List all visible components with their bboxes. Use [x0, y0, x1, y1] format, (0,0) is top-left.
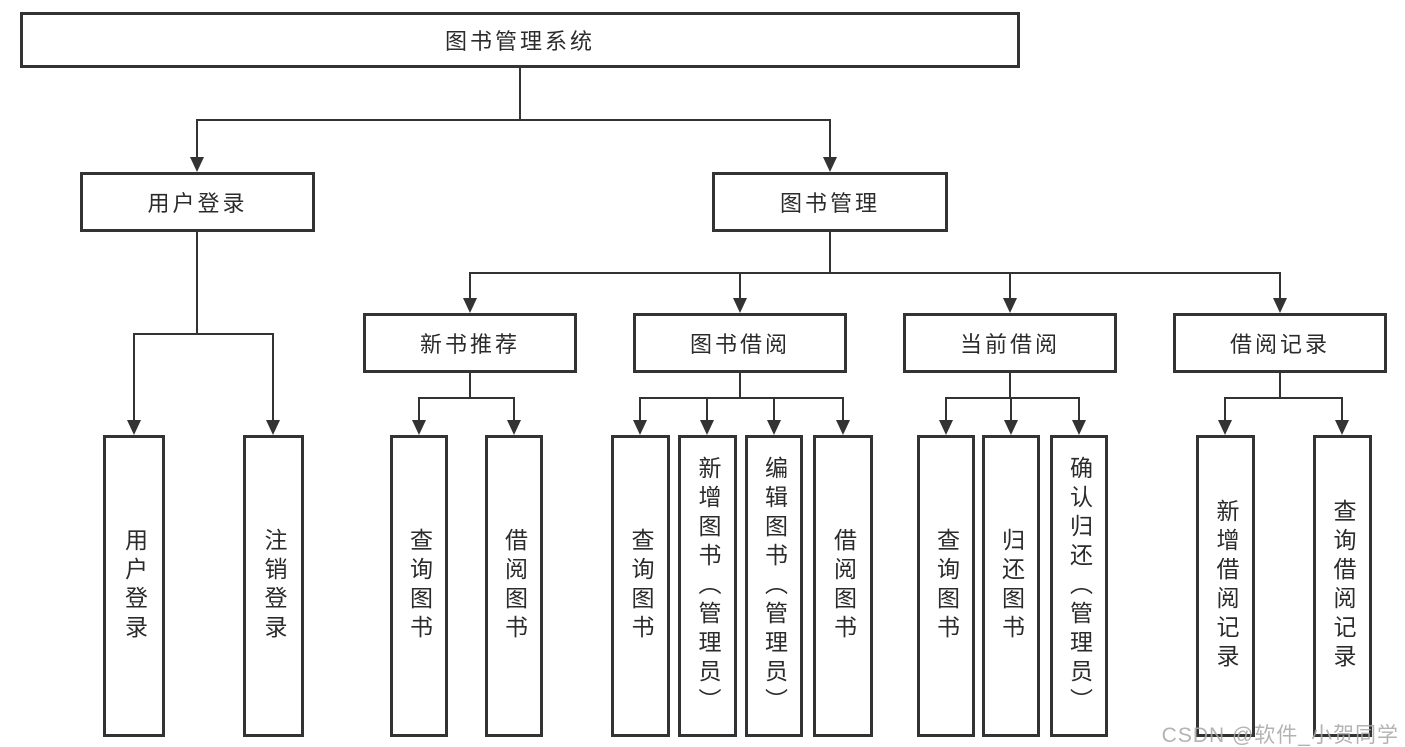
connector-drop-leaf: [133, 333, 135, 422]
node-label: 新书推荐: [419, 332, 520, 357]
connector-drop-leaf: [418, 397, 420, 422]
connector-bookborrow-stem: [739, 373, 741, 399]
node-label: 借阅图书: [830, 528, 857, 644]
arrow-down-leaf: [633, 420, 647, 435]
connector-drop-leaf: [513, 397, 515, 422]
arrow-down-leaf: [127, 420, 141, 435]
connector-drop-leaf: [272, 333, 274, 422]
connector-root-bar: [196, 119, 831, 121]
node-label: 用户登录: [121, 528, 148, 644]
connector-drop-leaf: [639, 397, 641, 422]
connector-userlogin-bar: [133, 333, 274, 335]
node-leaf-add-borrow-record: 新增借阅记录: [1196, 435, 1255, 737]
node-label: 编辑图书（管理员）: [761, 455, 788, 717]
connector-drop-leaf: [1010, 397, 1012, 422]
node-label: 图书管理系统: [444, 29, 595, 54]
connector-userlogin-stem: [196, 232, 198, 335]
node-leaf-confirm-return-admin: 确认归还（管理员）: [1050, 435, 1108, 737]
node-leaf-query-borrow-record: 查询借阅记录: [1313, 435, 1372, 737]
node-borrowing-records: 借阅记录: [1173, 313, 1387, 373]
connector-drop-new-book: [469, 272, 471, 300]
connector-bookmgmt-bar: [469, 272, 1281, 274]
arrow-down-leaf: [767, 420, 781, 435]
connector-drop-leaf: [1341, 397, 1343, 422]
connector-drop-leaf: [706, 397, 708, 422]
node-label: 图书管理: [779, 191, 880, 216]
connector-drop-leaf: [945, 397, 947, 422]
connector-currentborrow-stem: [1009, 373, 1011, 399]
arrow-down-current-borrowing: [1003, 298, 1017, 313]
connector-drop-book-management: [829, 119, 831, 159]
arrow-down-leaf: [1072, 420, 1086, 435]
connector-bookborrow-bar: [639, 397, 844, 399]
arrow-down-leaf: [412, 420, 426, 435]
node-label: 新增图书（管理员）: [695, 455, 721, 717]
connector-newbook-bar: [418, 397, 515, 399]
node-leaf-edit-books-admin: 编辑图书（管理员）: [745, 435, 803, 737]
node-leaf-borrow-books-recommend: 借阅图书: [485, 435, 543, 737]
node-label: 查询图书: [933, 528, 960, 644]
arrow-down-leaf: [507, 420, 521, 435]
node-leaf-query-books-recommend: 查询图书: [390, 435, 448, 737]
connector-drop-leaf: [773, 397, 775, 422]
connector-drop-leaf: [842, 397, 844, 422]
node-leaf-borrow-books: 借阅图书: [813, 435, 873, 737]
connector-drop-user-login: [196, 119, 198, 159]
connector-currentborrow-bar: [945, 397, 1080, 399]
node-leaf-user-login: 用户登录: [103, 435, 165, 737]
arrow-down-borrowing-records: [1273, 298, 1287, 313]
connector-newbook-stem: [469, 373, 471, 399]
arrow-down-user-login: [190, 157, 204, 172]
node-label: 新增借阅记录: [1213, 499, 1239, 673]
node-label: 借阅图书: [501, 528, 528, 644]
node-user-login: 用户登录: [80, 172, 315, 232]
connector-borrowrecord-stem: [1279, 373, 1281, 399]
node-label: 查询图书: [406, 528, 433, 644]
node-book-management: 图书管理: [712, 172, 948, 232]
node-label: 查询图书: [628, 528, 654, 644]
node-leaf-query-books-borrowing: 查询图书: [611, 435, 670, 737]
connector-drop-book-borrowing: [739, 272, 741, 300]
arrow-down-leaf: [1218, 420, 1232, 435]
node-label: 归还图书: [998, 528, 1025, 644]
node-leaf-add-books-admin: 新增图书（管理员）: [678, 435, 737, 737]
connector-drop-current-borrowing: [1009, 272, 1011, 300]
connector-drop-borrowing-records: [1279, 272, 1281, 300]
node-book-management-system: 图书管理系统: [20, 12, 1020, 68]
node-leaf-query-books-current: 查询图书: [917, 435, 975, 737]
connector-root-stem: [519, 68, 521, 121]
connector-bookmgmt-stem: [829, 232, 831, 274]
node-label: 用户登录: [147, 191, 248, 216]
node-label: 当前借阅: [959, 332, 1060, 357]
arrow-down-leaf: [266, 420, 280, 435]
node-book-borrowing: 图书借阅: [633, 313, 847, 373]
watermark: CSDN @软件_小贺同学: [1161, 724, 1399, 747]
node-label: 查询借阅记录: [1330, 499, 1356, 673]
node-leaf-logout: 注销登录: [243, 435, 304, 737]
node-new-book-recommendation: 新书推荐: [363, 313, 577, 373]
node-label: 图书借阅: [689, 332, 790, 357]
node-label: 确认归还（管理员）: [1066, 455, 1093, 717]
connector-drop-leaf: [1224, 397, 1226, 422]
arrow-down-leaf: [1004, 420, 1018, 435]
arrow-down-book-borrowing: [733, 298, 747, 313]
connector-borrowrecord-bar: [1224, 397, 1343, 399]
connector-drop-leaf: [1078, 397, 1080, 422]
node-label: 借阅记录: [1229, 332, 1330, 357]
node-label: 注销登录: [261, 528, 287, 644]
node-current-borrowing: 当前借阅: [903, 313, 1117, 373]
arrow-down-leaf: [939, 420, 953, 435]
arrow-down-new-book: [463, 298, 477, 313]
arrow-down-leaf: [836, 420, 850, 435]
arrow-down-book-management: [823, 157, 837, 172]
arrow-down-leaf: [700, 420, 714, 435]
arrow-down-leaf: [1335, 420, 1349, 435]
node-leaf-return-books: 归还图书: [982, 435, 1040, 737]
